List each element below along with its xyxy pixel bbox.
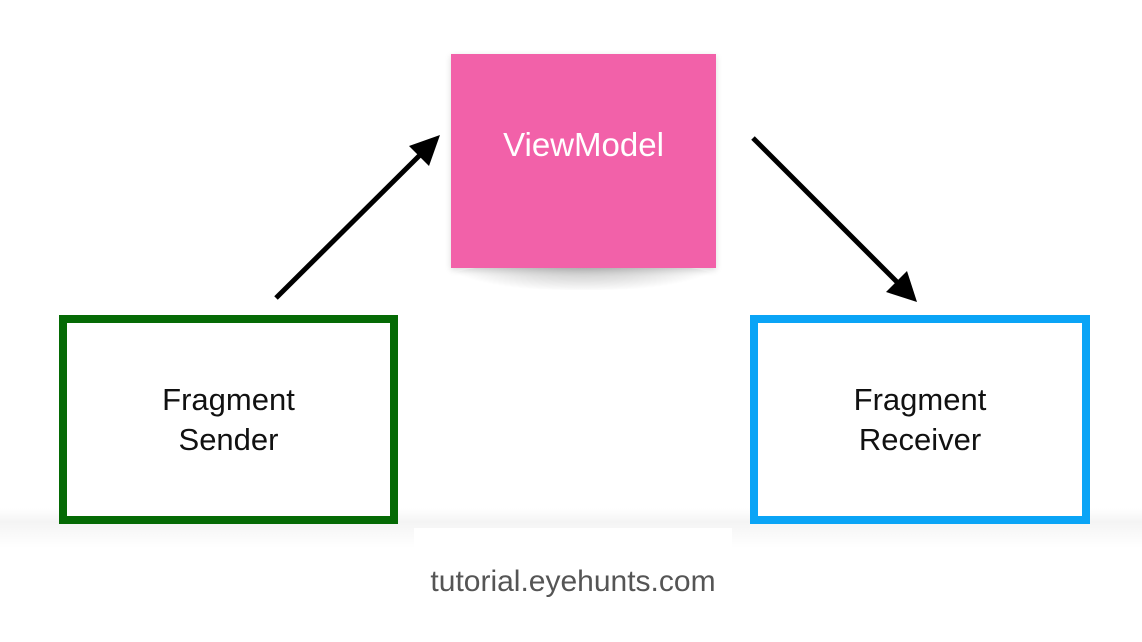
floor-gap [414, 528, 732, 558]
arrowhead-icon [409, 135, 440, 166]
viewmodel-label: ViewModel [503, 126, 664, 163]
edge-sender-to-viewmodel [274, 135, 440, 300]
sender-label-line-1: Fragment [162, 381, 295, 417]
receiver-label-line-1: Fragment [853, 381, 987, 417]
arrowhead-icon [886, 271, 917, 302]
fragment-receiver-node: Fragment Receiver [750, 315, 1090, 524]
receiver-label-line-2: Receiver [858, 421, 982, 457]
edge-viewmodel-to-receiver [751, 136, 917, 302]
arrow-shaft [751, 136, 900, 285]
sender-label-line-2: Sender [178, 421, 279, 457]
fragment-sender-node: Fragment Sender [59, 315, 398, 524]
watermark-text: tutorial.eyehunts.com [430, 565, 716, 598]
arrow-shaft [274, 153, 422, 300]
viewmodel-node: ViewModel [451, 54, 716, 268]
